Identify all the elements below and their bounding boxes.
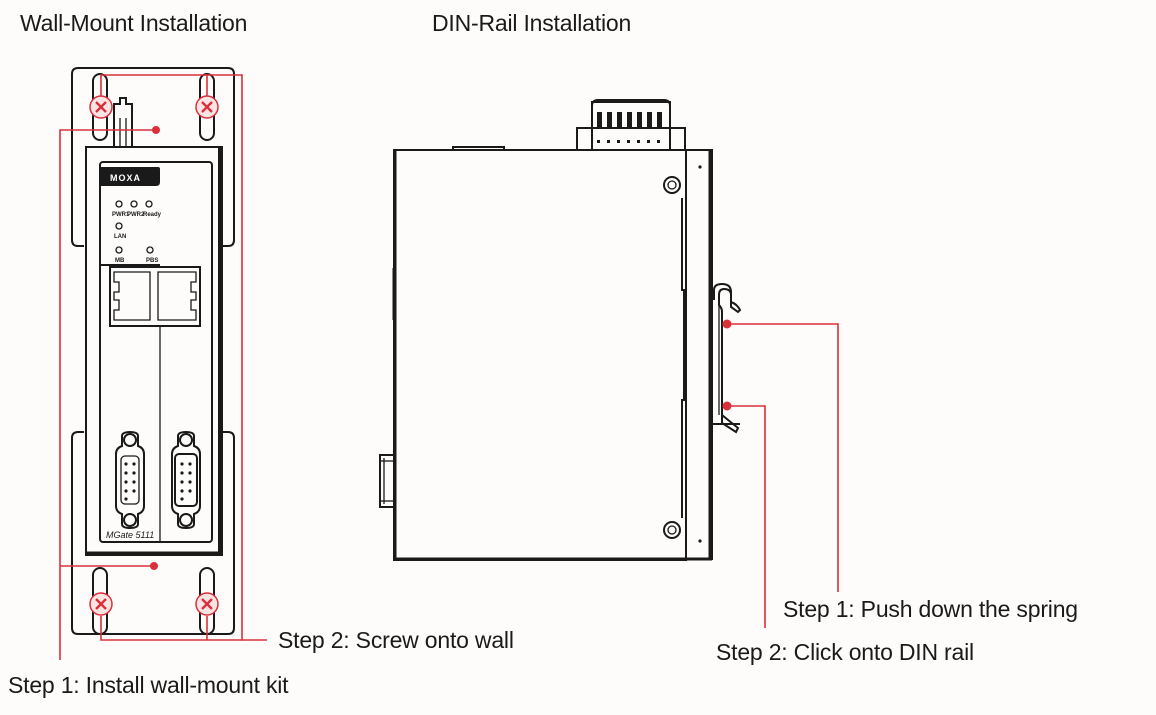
led-label: MB: [115, 258, 125, 264]
wall-mount-title: Wall-Mount Installation: [20, 10, 248, 36]
wall-step1-callout: [59, 126, 160, 660]
din-rail-clip: [712, 282, 742, 434]
din-rail-device-side: [379, 99, 742, 561]
led-label: Ready: [143, 212, 162, 218]
power-connector: [113, 97, 133, 146]
din-step2-callout: [722, 401, 766, 628]
screw-icon: [195, 95, 219, 119]
led-label: PWR1: [112, 212, 130, 218]
wall-step2-callout: [100, 74, 267, 641]
led-label: LAN: [114, 234, 126, 240]
led-label: PWR2: [127, 212, 145, 218]
mounting-slots: [92, 73, 215, 635]
wall-step2-label: Step 2: Screw onto wall: [278, 627, 514, 653]
serial-ports: [115, 430, 201, 530]
device-front: MOXA PWR1 PWR2 Ready LAN MB PBS: [85, 146, 223, 556]
housing-screw-icon: [663, 176, 681, 539]
terminal-block: [576, 99, 686, 151]
lan-ports: [109, 266, 201, 327]
led-label: PBS: [146, 258, 158, 264]
moxa-logo: [101, 167, 160, 186]
led-indicators: PWR1 PWR2 Ready LAN MB PBS: [112, 200, 162, 264]
screw-icon: [195, 592, 219, 616]
wall-step1-label: Step 1: Install wall-mount kit: [8, 672, 289, 698]
din-rail-title: DIN-Rail Installation: [432, 10, 632, 36]
model-label: MGate 5111: [106, 530, 154, 540]
screw-icon: [89, 95, 113, 119]
side-clip: [379, 454, 395, 508]
din-step1-label: Step 1: Push down the spring: [783, 596, 1078, 622]
din-step2-label: Step 2: Click onto DIN rail: [716, 639, 974, 665]
wall-mount-plate: [71, 67, 235, 635]
screw-icon: [89, 592, 113, 616]
din-step1-callout: [722, 319, 839, 592]
brand-text: MOXA: [110, 173, 141, 183]
